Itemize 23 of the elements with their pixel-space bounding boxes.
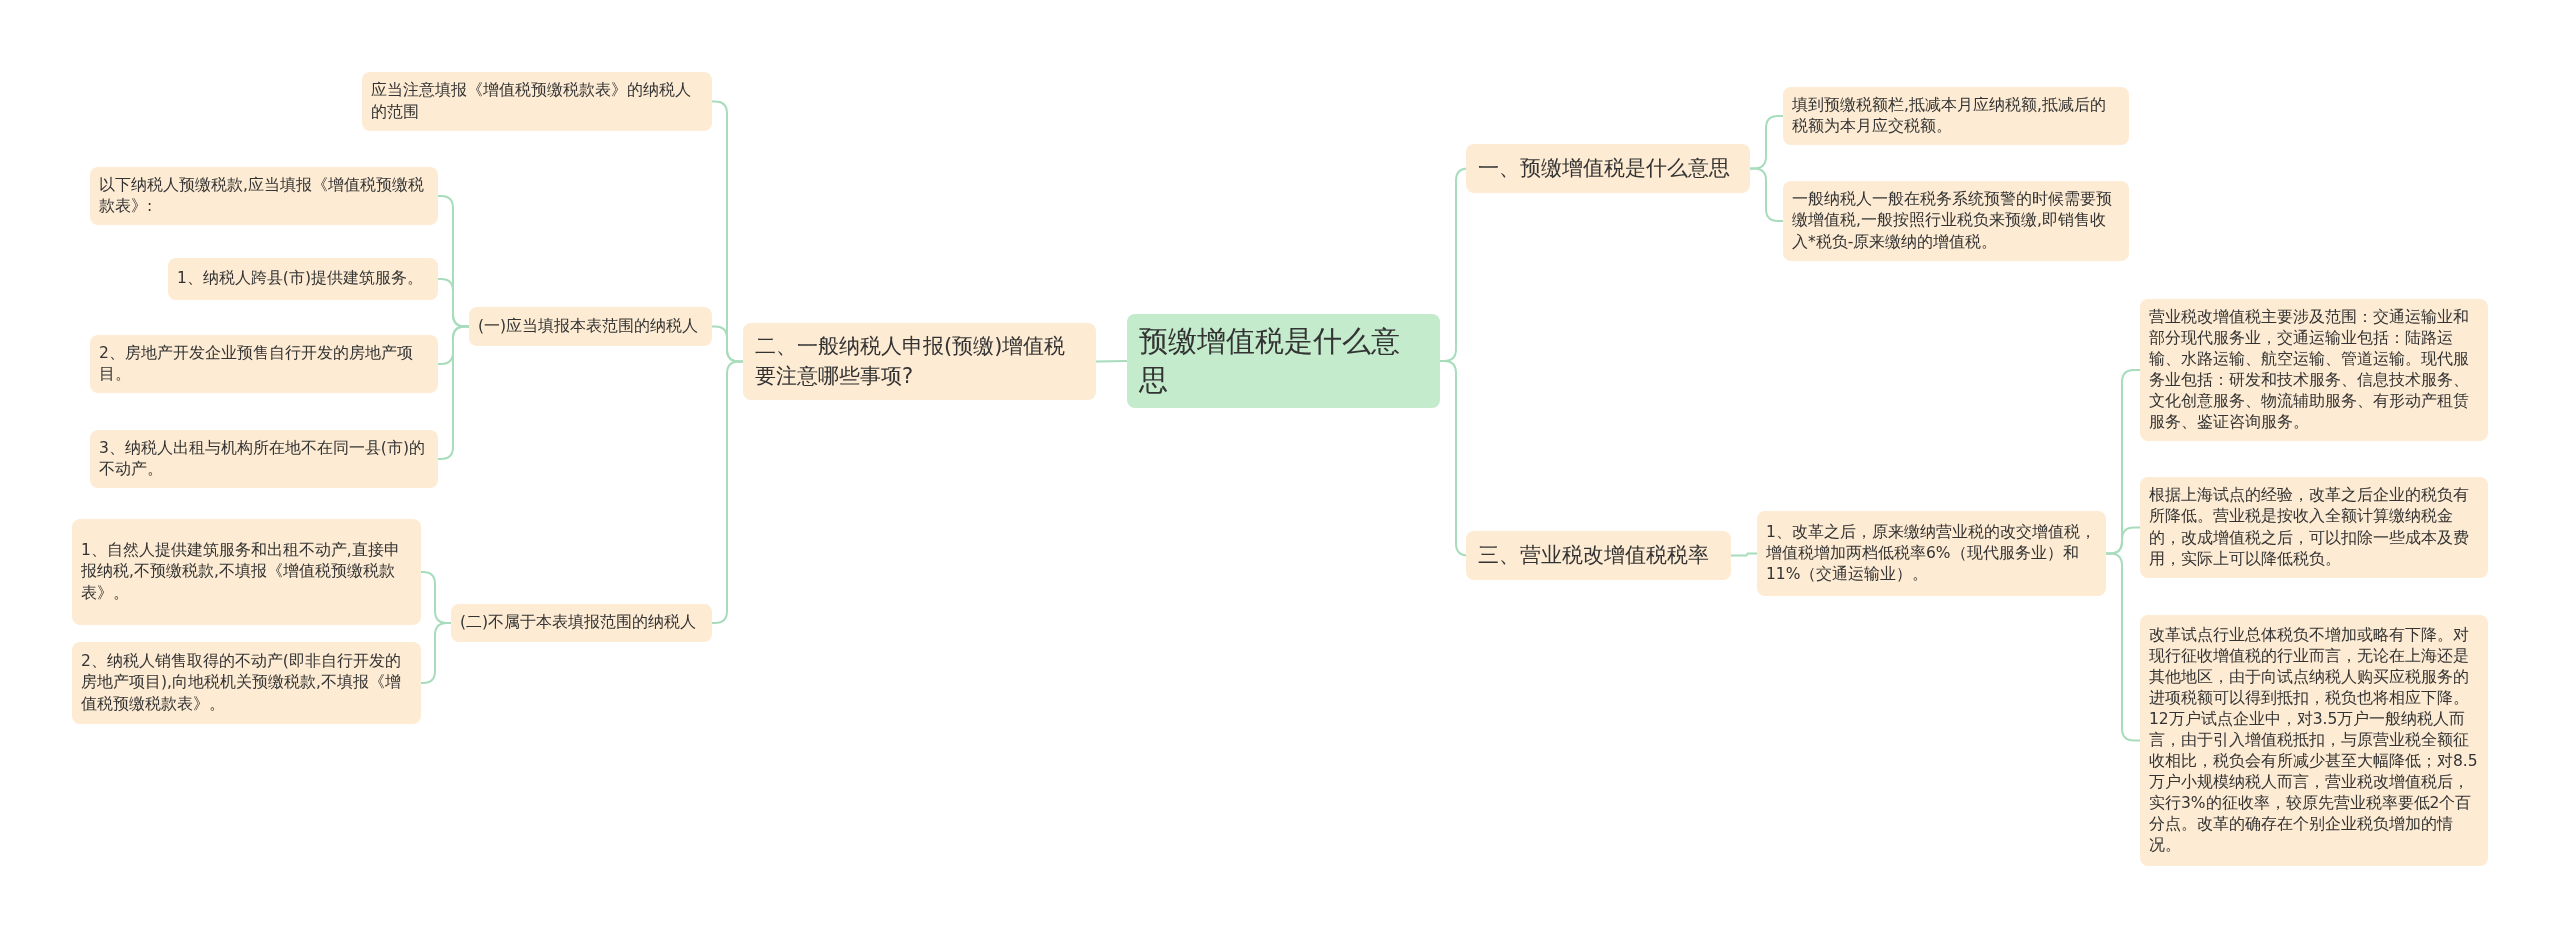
topic-box: 2、房地产开发企业预售自行开发的房地产项目。 bbox=[90, 335, 438, 393]
topic-box: 3、纳税人出租与机构所在地不在同一县(市)的不动产。 bbox=[90, 430, 438, 488]
topic-box: (一)应当填报本表范围的纳税人 bbox=[469, 307, 712, 346]
topic-box: 1、纳税人跨县(市)提供建筑服务。 bbox=[168, 258, 438, 300]
connector-line bbox=[711, 360, 744, 624]
topic-box: 2、纳税人销售取得的不动产(即非自行开发的房地产项目),向地税机关预缴税款,不填报《增值税预缴税款表》。 bbox=[72, 642, 421, 724]
connector-line bbox=[1730, 552, 1758, 557]
topic-box: 应当注意填报《增值税预缴税款表》的纳税人的范围 bbox=[362, 72, 712, 131]
topic-box: 1、自然人提供建筑服务和出租不动产,直接申报纳税,不预缴税款,不填报《增值税预缴税款表》。 bbox=[72, 519, 421, 625]
topic-box: 三、营业税改增值税税率 bbox=[1466, 531, 1731, 580]
topic-box: 根据上海试点的经验，改革之后企业的税负有所降低。营业税是按收入全额计算缴纳税金的，改成增值税之后，可以扣除一些成本及费用，实际上可以降低税负。 bbox=[2140, 477, 2488, 578]
topic-box: 填到预缴税额栏,抵减本月应纳税额,抵减后的税额为本月应交税额。 bbox=[1783, 87, 2129, 145]
topic-box: (二)不属于本表填报范围的纳税人 bbox=[451, 604, 712, 642]
topic-box: 营业税改增值税主要涉及范围：交通运输业和部分现代服务业，交通运输业包括：陆路运输、水路运输、航空运输、管道运输。现代服务业包括：研发和技术服务、信息技术服务、文化创意服务、物流辅助服务、有形动产租赁服务、鉴证咨询服务。 bbox=[2140, 299, 2488, 441]
topic-box: 以下纳税人预缴税款,应当填报《增值税预缴税款表》: bbox=[90, 167, 438, 225]
connector-line bbox=[1749, 167, 1784, 222]
topic-box: 二、一般纳税人申报(预缴)增值税要注意哪些事项? bbox=[743, 323, 1096, 400]
connector-line bbox=[1095, 360, 1128, 363]
topic-box: 一、预缴增值税是什么意思 bbox=[1466, 144, 1750, 193]
topic-box: 一般纳税人一般在税务系统预警的时候需要预缴增值税,一般按照行业税负来预缴,即销售收入*税负-原来缴纳的增值税。 bbox=[1783, 181, 2129, 261]
central-topic-box: 预缴增值税是什么意思 bbox=[1127, 313, 1440, 409]
topic-box: 1、改革之后，原来缴纳营业税的改交增值税，增值税增加两档低税率6%（现代服务业）和11%（交通运输业）。 bbox=[1757, 511, 2106, 596]
topic-box: 改革试点行业总体税负不增加或略有下降。对现行征收增值税的行业而言，无论在上海还是其他地区，由于向试点纳税人购买应税服务的进项税额可以得到抵扣，税负也将相应下降。12万户试点企业中，对3.5万户一般纳税人而言，由于引入增值税抵扣，与原营业税全额征收相比，税负会有所减少甚至大幅降低；对8.5万户小规模纳税人而言，营业税改增值税后，实行3%的征收率，较原先营业税率要低2个百分点。改革的确存在个别企业税负增加的情况。 bbox=[2140, 615, 2488, 866]
